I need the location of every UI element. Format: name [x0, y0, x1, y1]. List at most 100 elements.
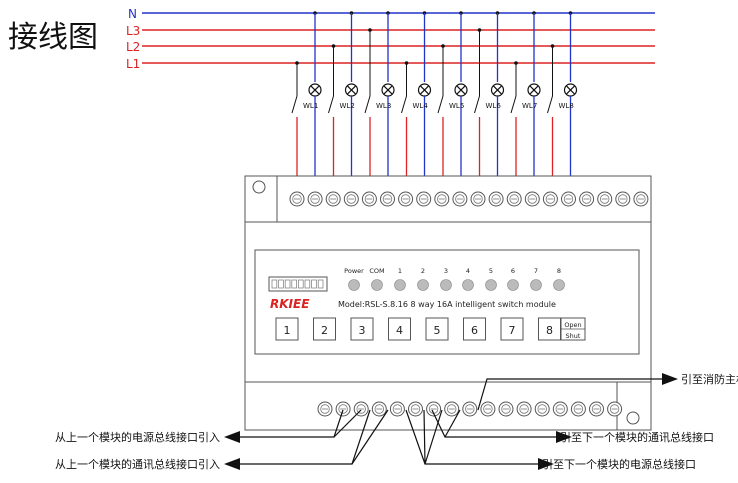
brand-logo: RKIEE	[270, 297, 310, 311]
power-bus-out-branch-2	[424, 409, 443, 465]
load-label: WL3	[376, 102, 391, 110]
top-terminal	[615, 191, 631, 207]
arrow-power-bus-in	[224, 431, 240, 443]
svg-text:3: 3	[359, 324, 366, 337]
switch-contact	[510, 95, 517, 114]
top-terminal	[307, 191, 323, 207]
svg-text:7: 7	[509, 324, 516, 337]
bus-connection-lines	[238, 378, 664, 465]
indicator-led: 3	[440, 267, 452, 291]
channel-button[interactable]: 2	[313, 317, 336, 341]
load-circuit: WL5	[437, 11, 468, 192]
open-label: Open	[564, 321, 581, 329]
top-terminals	[289, 191, 649, 207]
svg-text:2: 2	[421, 267, 425, 275]
indicator-led: COM	[369, 267, 385, 291]
bottom-terminal	[371, 401, 387, 417]
arrow-power-bus-out	[538, 458, 554, 470]
bus-label-l2: L2	[126, 40, 140, 54]
channel-button[interactable]: 6	[463, 317, 486, 341]
indicator-led: 8	[553, 267, 565, 291]
svg-text:7: 7	[534, 267, 538, 275]
arrow-fire-host	[662, 373, 678, 385]
load-circuit: WL3	[364, 11, 395, 192]
svg-text:5: 5	[434, 324, 441, 337]
top-terminal	[361, 191, 377, 207]
svg-text:8: 8	[557, 267, 561, 275]
shut-label: Shut	[566, 332, 581, 340]
top-terminal	[542, 191, 558, 207]
channel-button[interactable]: 3	[350, 317, 374, 341]
bottom-terminal	[389, 401, 405, 417]
indicator-led: Power	[344, 267, 364, 291]
load-circuit: WL7	[510, 11, 541, 192]
svg-text:COM: COM	[369, 267, 384, 275]
top-terminal	[579, 191, 595, 207]
top-terminal	[343, 191, 359, 207]
load-circuit: WL8	[547, 11, 578, 192]
indicator-led: 7	[530, 267, 542, 291]
arrow-comm-bus-out	[556, 431, 572, 443]
bus-label-n: N	[128, 7, 137, 21]
top-terminal	[506, 191, 522, 207]
top-terminal	[398, 191, 414, 207]
comm-bus-out-branch	[444, 409, 461, 438]
top-terminal	[325, 191, 341, 207]
svg-text:4: 4	[396, 324, 403, 337]
bottom-terminal	[462, 401, 478, 417]
top-terminal	[416, 191, 432, 207]
indicator-led: 4	[462, 267, 474, 291]
bus-label-l3: L3	[126, 24, 140, 38]
svg-text:6: 6	[471, 324, 478, 337]
load-label: WL7	[522, 102, 537, 110]
top-terminal	[597, 191, 613, 207]
label-power-bus-in: 从上一个模块的电源总线接口引入	[55, 430, 220, 444]
button-row: 1 2 3 4 5 6 7 8	[275, 317, 561, 341]
arrow-comm-bus-in	[224, 458, 240, 470]
bottom-terminals	[317, 401, 623, 417]
load-label: WL2	[340, 102, 355, 110]
arrow-heads	[224, 373, 678, 470]
fire-host-line	[477, 378, 664, 411]
top-terminal	[289, 191, 305, 207]
dip-switch-cells	[271, 279, 324, 289]
bottom-terminal	[534, 401, 550, 417]
indicator-led: 1	[394, 267, 406, 291]
svg-text:2: 2	[321, 324, 328, 337]
indicator-led: 6	[507, 267, 519, 291]
switch-contact	[328, 95, 334, 114]
load-label: WL5	[449, 102, 464, 110]
load-circuit: WL4	[401, 11, 432, 192]
bottom-terminal	[444, 401, 460, 417]
load-label: WL6	[486, 102, 502, 110]
bottom-terminal	[335, 401, 351, 417]
bottom-terminal	[426, 401, 442, 417]
channel-button[interactable]: 7	[500, 317, 524, 341]
bus-lines: N L3 L2 L1	[126, 7, 655, 71]
load-label: WL1	[303, 102, 318, 110]
channel-button[interactable]: 1	[275, 317, 299, 341]
channel-button[interactable]: 4	[388, 317, 411, 341]
top-terminal	[380, 191, 395, 207]
svg-text:1: 1	[398, 267, 402, 275]
load-label: WL4	[413, 102, 429, 110]
power-bus-out-branch	[423, 409, 426, 465]
top-terminal	[524, 191, 540, 207]
bottom-terminal	[408, 401, 423, 417]
bottom-terminal	[516, 401, 532, 417]
comm-bus-in-branch	[351, 409, 389, 465]
svg-text:4: 4	[466, 267, 470, 275]
load-circuits: WL1 WL2 WL3 WL4 WL5 WL6 WL7 WL8	[291, 11, 578, 192]
top-terminal	[633, 191, 649, 207]
load-label: WL8	[559, 102, 574, 110]
channel-button[interactable]: 8	[538, 317, 561, 341]
svg-text:8: 8	[546, 324, 553, 337]
power-bus-in-branch	[333, 409, 362, 438]
indicator-led: 5	[485, 267, 497, 291]
channel-button[interactable]: 5	[425, 317, 449, 341]
model-text: Model:RSL-S.8.16 8 way 16A intelligent s…	[338, 300, 556, 309]
label-to-fire-host: 引至消防主机	[681, 372, 738, 386]
load-circuit: WL1	[291, 11, 322, 192]
mount-hole-bottom	[626, 411, 640, 425]
